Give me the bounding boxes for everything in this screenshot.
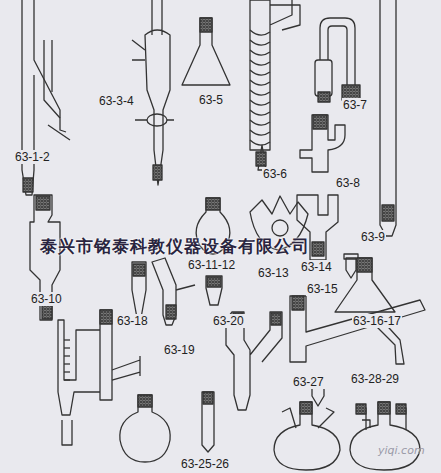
graduation-mark [64,371,70,372]
coil-winding [250,110,270,115]
callout-number: 63-10 [30,292,63,306]
coil-winding [250,60,270,65]
coil-winding [250,40,270,45]
callout-number: 63-16-17 [352,314,402,328]
coil-winding [250,100,270,105]
coil-winding [250,50,270,55]
graduation-mark [64,339,70,340]
coil-winding [250,30,270,35]
callout-number: 63-20 [212,314,245,328]
callout-number: 63-25-26 [180,457,230,471]
callout-number: 63-18 [116,314,149,328]
coil-winding [250,90,270,95]
callout-number: 63-13 [257,266,290,280]
callout-number: 63-19 [163,343,196,357]
callout-number: 63-27 [292,375,325,389]
callout-number: 63-8 [335,176,361,190]
callout-number: 63-7 [342,98,368,112]
coil-winding [250,70,270,75]
callout-number: 63-3-4 [98,94,135,108]
callout-number: 63-11-12 [187,258,236,272]
callout-number: 63-28-29 [350,372,400,386]
callout-number: 63-15 [306,282,339,296]
coil-winding [250,120,270,125]
callout-number: 63-14 [300,260,333,274]
callout-number: 63-1-2 [14,150,51,164]
coil-winding [250,80,270,85]
watermark: 泰兴市铭泰科教仪器设备有限公司 [40,235,310,258]
callout-number: 63-9 [360,230,386,244]
graduation-mark [64,355,70,356]
graduation-mark [64,363,70,364]
graduation-mark [64,379,70,380]
watermark: yiqi.com [378,444,425,457]
callout-number: 63-6 [262,167,288,181]
coil-winding [250,140,270,145]
graduation-mark [64,347,70,348]
coil-winding [250,130,270,135]
callout-number: 63-5 [198,93,224,107]
